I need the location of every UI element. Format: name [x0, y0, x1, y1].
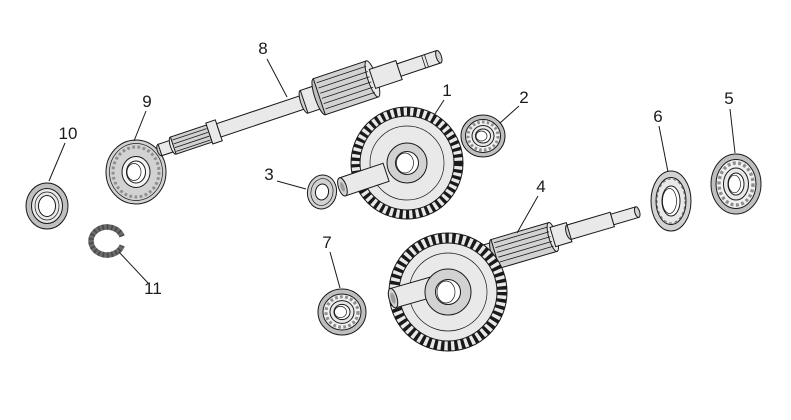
- spline-line: [496, 236, 551, 253]
- spline-line: [172, 128, 207, 141]
- gear-teeth: [351, 107, 463, 219]
- spline-line: [499, 245, 554, 263]
- part-label-6: 6: [653, 107, 662, 126]
- shaft-end: [396, 49, 442, 77]
- gear-face-line: [369, 125, 445, 201]
- bearing-bore: [333, 303, 351, 321]
- shaft-spline-small: [169, 124, 213, 155]
- oil-seal-6: [650, 170, 692, 232]
- oil-seal-10: [25, 182, 69, 230]
- part-label-3: 3: [264, 165, 273, 184]
- bearing-balls: [717, 161, 755, 207]
- leader-line-7: [329, 251, 341, 289]
- seal-bore: [38, 195, 56, 217]
- part-label-10: 10: [59, 124, 78, 143]
- bearing-bore: [475, 128, 491, 144]
- bearing-bore: [727, 172, 745, 196]
- circlip-11: [88, 224, 132, 258]
- spline-line: [495, 231, 550, 248]
- bearing-bore-depth: [126, 163, 142, 181]
- groove-line: [421, 55, 427, 69]
- leader-line-6: [658, 125, 669, 173]
- bearing-bore-depth: [728, 174, 741, 194]
- seal-bore-depth: [662, 188, 677, 214]
- bearing-5: [710, 153, 762, 215]
- bearing-balls: [466, 120, 500, 152]
- gear-hub-stub: [387, 276, 437, 309]
- spline-line: [320, 76, 370, 94]
- seal-bore: [661, 185, 681, 217]
- counter-gear: [387, 232, 508, 352]
- spline-line: [325, 91, 375, 110]
- washer-bore: [314, 183, 330, 201]
- spline-line: [176, 139, 211, 152]
- part-label-5: 5: [724, 89, 733, 108]
- main-shaft-8: [156, 49, 443, 157]
- leader-line-9: [133, 110, 147, 142]
- bearing-bore-depth: [475, 130, 488, 142]
- leader-line-2: [499, 105, 520, 124]
- primary-gear-1: [337, 106, 464, 220]
- gear-bore: [395, 151, 419, 175]
- spline-line: [173, 132, 209, 145]
- leader-line-11: [118, 251, 149, 284]
- spline-line: [493, 226, 548, 244]
- bearing-9: [105, 139, 167, 205]
- leader-line-4: [516, 195, 539, 234]
- leader-line-3: [276, 180, 307, 190]
- bearing-bore: [126, 160, 146, 184]
- bearing-race-line: [109, 143, 163, 201]
- part-label-11: 11: [144, 279, 162, 298]
- leader-line-10: [48, 142, 66, 182]
- part-label-2: 2: [519, 88, 528, 107]
- spline-line: [321, 81, 372, 99]
- bearing-2: [460, 114, 506, 158]
- gear-teeth: [389, 233, 507, 351]
- thrust-washer-3: [306, 174, 338, 210]
- shaft-end-face: [633, 206, 641, 218]
- gear-hub-stub: [337, 162, 390, 197]
- leader-line-1: [432, 99, 445, 118]
- part-labels: 1 2 3 4 5 6 7 8 9 10 11: [59, 39, 734, 298]
- shaft-body: [215, 94, 307, 138]
- spline-line: [323, 86, 374, 105]
- bearing-7: [317, 288, 367, 336]
- shaft-body: [566, 211, 616, 240]
- gear-bore-depth: [436, 280, 456, 304]
- leader-line-5: [729, 108, 736, 154]
- gear-bore-depth: [396, 152, 414, 174]
- part-label-4: 4: [536, 177, 545, 196]
- washer-face-line: [310, 178, 334, 206]
- stub-bore: [390, 292, 396, 304]
- stub-bore: [339, 182, 345, 192]
- bearing-balls: [111, 145, 161, 199]
- shaft-end-face: [435, 49, 443, 64]
- part-label-9: 9: [142, 92, 151, 111]
- gear-bore: [435, 279, 461, 305]
- groove-line: [424, 54, 429, 68]
- spline-line: [498, 240, 553, 258]
- part-label-8: 8: [258, 39, 267, 58]
- bearing-balls: [324, 295, 360, 329]
- spline-line: [174, 135, 210, 148]
- part-label-7: 7: [322, 233, 331, 252]
- seal-groove-line: [34, 191, 60, 221]
- circlip-ring: [88, 224, 125, 258]
- spline-line: [318, 71, 368, 89]
- leader-line-8: [266, 58, 288, 98]
- spline-line: [316, 65, 367, 84]
- seal-groove-texture: [656, 178, 686, 224]
- part-label-1: 1: [442, 81, 451, 100]
- leader-lines: [48, 58, 736, 289]
- bearing-bore-depth: [334, 306, 347, 318]
